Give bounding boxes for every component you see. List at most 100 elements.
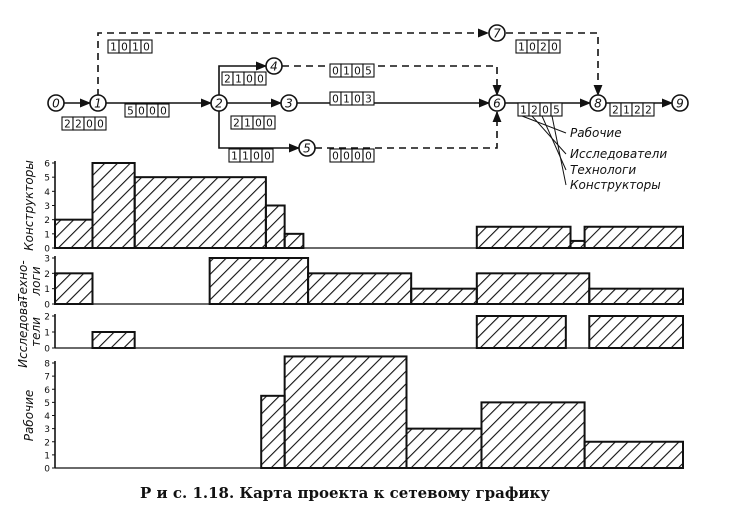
network-node-0: 0 (47, 94, 65, 112)
code-digit: 2 (540, 42, 547, 54)
node-label: 7 (493, 27, 501, 41)
y-axis-title-cont: логи (29, 266, 43, 296)
code-digit: 0 (160, 106, 167, 118)
code-digit: 0 (86, 119, 93, 131)
histogram-step (91, 331, 136, 349)
histogram-step (475, 225, 572, 249)
code-digit: 0 (266, 118, 273, 130)
network-node-6: 6 (488, 94, 506, 112)
code-digit: 0 (253, 151, 260, 163)
code-legend-item: Конструкторы (570, 178, 661, 192)
legend-line-1 (521, 115, 567, 134)
code-digit: 1 (231, 151, 238, 163)
network-node-4: 4 (265, 57, 283, 75)
y-tick-label: 3 (44, 425, 50, 435)
code-legend-item: Исследователи (570, 147, 667, 161)
histogram-step (264, 204, 286, 249)
code-digit: 0 (365, 151, 372, 163)
histogram-step (208, 257, 310, 305)
code-digit: 1 (242, 151, 249, 163)
code-digit: 1 (623, 105, 630, 117)
histogram-step (480, 401, 586, 469)
code-digit: 1 (235, 74, 242, 86)
histogram-step (475, 315, 567, 349)
code-digit: 2 (75, 119, 82, 131)
node-label: 3 (285, 97, 293, 111)
y-tick-label: 2 (44, 216, 50, 226)
y-tick-label: 1 (44, 451, 50, 461)
node-label: 1 (94, 97, 102, 111)
y-tick-label: 6 (44, 386, 50, 396)
node-label: 4 (270, 60, 278, 74)
node-label: 8 (594, 97, 602, 111)
code-digit: 0 (138, 106, 145, 118)
legend-line-3 (541, 115, 567, 171)
histogram-step (569, 239, 586, 250)
code-legend: РабочиеИсследователиТехнологиКонструктор… (570, 126, 667, 192)
histogram-step (133, 176, 267, 250)
resource-histograms: 0123456Конструкторы0123Техно-логи012Иссл… (16, 160, 685, 475)
y-axis-title: Рабочие (22, 390, 36, 442)
code-digit: 2 (233, 118, 240, 130)
figure-caption: Р и с. 1.18. Карта проекта к сетевому гр… (140, 484, 550, 502)
histogram-step (475, 272, 591, 306)
histogram-step (54, 272, 94, 306)
code-digit: 1 (110, 42, 117, 54)
node-label: 2 (215, 97, 223, 111)
histogram-step (307, 272, 413, 306)
histogram-step (283, 355, 408, 469)
code-digit: 0 (255, 118, 262, 130)
histogram-step (583, 225, 684, 249)
activity-2-4 (218, 61, 268, 96)
activity-1-7 (97, 28, 490, 96)
y-axis-title: Техно- (16, 260, 30, 301)
y-tick-label: 4 (44, 412, 50, 422)
code-digit: 2 (64, 119, 71, 131)
legend-line-4 (551, 115, 567, 186)
histogram-step (91, 162, 136, 249)
code-digit: 0 (121, 42, 128, 54)
y-tick-label: 1 (44, 329, 50, 339)
code-digit: 0 (246, 74, 253, 86)
network-node-8: 8 (589, 94, 607, 112)
code-digit: 0 (343, 151, 350, 163)
code-digit: 0 (354, 94, 361, 106)
activity-7-8 (506, 32, 603, 97)
y-tick-label: 1 (44, 285, 50, 295)
node-label: 6 (493, 97, 501, 111)
y-tick-label: 3 (44, 255, 50, 265)
node-label: 5 (303, 142, 311, 156)
y-tick-label: 0 (44, 465, 50, 475)
code-digit: 2 (634, 105, 641, 117)
network-node-7: 7 (488, 24, 506, 42)
code-digit: 0 (529, 42, 536, 54)
code-digit: 1 (244, 118, 251, 130)
code-digit: 0 (354, 151, 361, 163)
code-digit: 0 (332, 151, 339, 163)
y-tick-label: 7 (44, 373, 50, 383)
node-label: 9 (676, 97, 684, 111)
code-digit: 0 (264, 151, 271, 163)
network-node-3: 3 (280, 94, 298, 112)
legend-line-2 (531, 115, 567, 155)
y-tick-label: 0 (44, 301, 50, 311)
code-digit: 0 (551, 42, 558, 54)
code-digit: 0 (97, 119, 104, 131)
y-tick-label: 6 (44, 160, 50, 170)
